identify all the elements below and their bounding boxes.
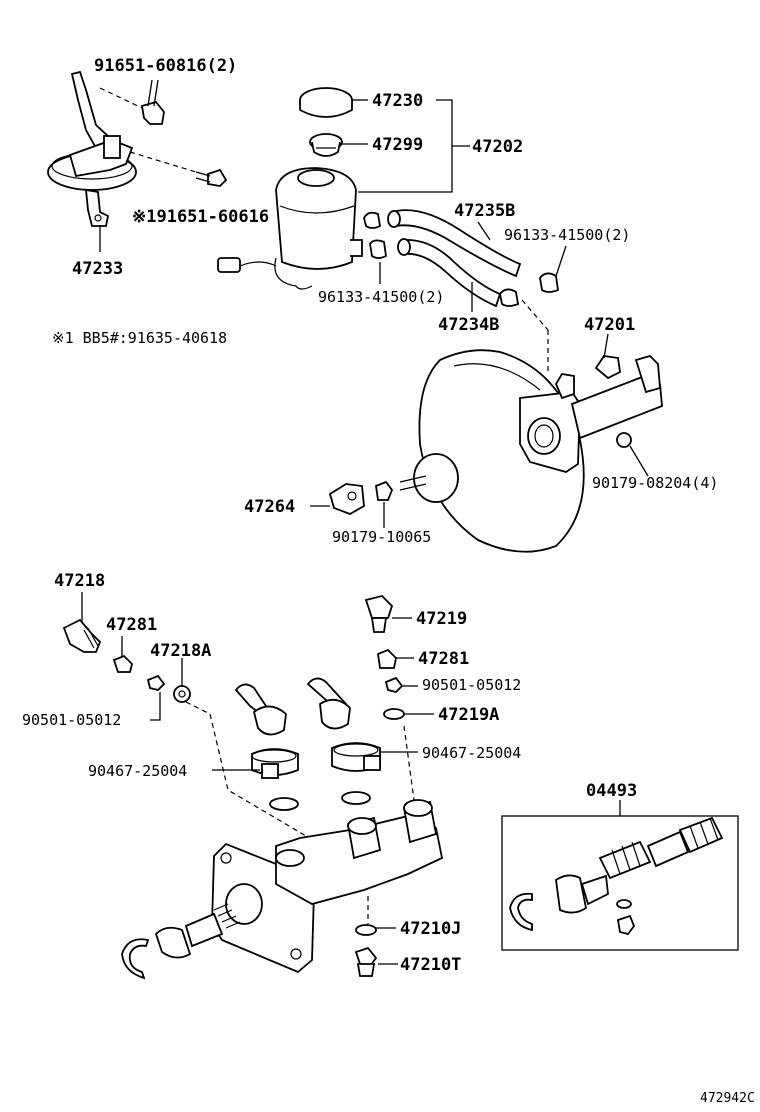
label-47201: 47201 bbox=[584, 315, 635, 335]
label-47230: 47230 bbox=[372, 91, 423, 111]
label-96133-41500-b: 96133-41500(2) bbox=[318, 288, 444, 306]
plug-47219 bbox=[364, 595, 394, 633]
label-04493: 04493 bbox=[586, 781, 637, 801]
dash-hose-to-cylinder bbox=[521, 299, 549, 331]
hose-fitting-right bbox=[306, 677, 351, 730]
leader-90501-a bbox=[150, 692, 161, 721]
label-91651-60616: ※191651-60616 bbox=[132, 207, 269, 227]
leader-bolt-60816 bbox=[99, 87, 143, 109]
plug-47218 bbox=[62, 618, 102, 653]
leader-47201 bbox=[603, 333, 609, 359]
label-90501-05012-a: 90501-05012 bbox=[22, 711, 121, 729]
label-47233: 47233 bbox=[72, 259, 123, 279]
label-90179-10065: 90179-10065 bbox=[332, 528, 431, 546]
label-47218: 47218 bbox=[54, 571, 105, 591]
figure-code: 472942C bbox=[700, 1091, 755, 1106]
cap-47281-a bbox=[112, 654, 133, 673]
label-90467-25004-a: 90467-25004 bbox=[88, 762, 187, 780]
hose-fitting-left bbox=[234, 683, 287, 736]
label-96133-41500-a: 96133-41500(2) bbox=[504, 226, 630, 244]
clamp-90467-left bbox=[251, 748, 299, 779]
label-47218a: 47218A bbox=[150, 641, 211, 661]
kit-box-04493 bbox=[501, 815, 739, 951]
gasket-47210j bbox=[355, 924, 377, 936]
leader-90179-08204 bbox=[629, 445, 649, 477]
label-47219: 47219 bbox=[416, 609, 467, 629]
bolt-91651-60816 bbox=[140, 79, 165, 125]
clamp-47264 bbox=[328, 483, 365, 515]
reservoir-cap-47230 bbox=[299, 87, 353, 118]
hose-47234b bbox=[397, 238, 502, 308]
nut-90179-10065 bbox=[375, 480, 394, 501]
dash-plug-to-body-right bbox=[403, 725, 415, 801]
dash-plug-to-body bbox=[185, 701, 307, 837]
master-cylinder-body bbox=[211, 799, 444, 974]
label-47202: 47202 bbox=[472, 137, 523, 157]
label-91651-60816: 91651-60816(2) bbox=[94, 56, 237, 76]
bolt-47210t bbox=[354, 946, 378, 977]
master-cylinder-assy-47201 bbox=[519, 354, 663, 473]
leader-bolt-60616 bbox=[129, 151, 197, 173]
leader-47235b bbox=[477, 221, 491, 241]
label-47235b: 47235B bbox=[454, 201, 515, 221]
gasket-47219a bbox=[383, 708, 405, 720]
label-47210j: 47210J bbox=[400, 919, 461, 939]
hose-47235b bbox=[387, 209, 522, 278]
leader-96133-a bbox=[555, 245, 567, 277]
clamp-90467-right bbox=[331, 742, 381, 772]
label-47264: 47264 bbox=[244, 497, 295, 517]
label-47210t: 47210T bbox=[400, 955, 461, 975]
snap-ring-left bbox=[121, 938, 150, 980]
kit-snap-ring bbox=[509, 892, 533, 932]
bolt-91651-60616 bbox=[195, 168, 228, 187]
screw-90501-b bbox=[384, 676, 404, 693]
kit-piston-assy bbox=[555, 816, 724, 914]
label-47299: 47299 bbox=[372, 135, 423, 155]
cap-47281-b bbox=[377, 648, 397, 669]
label-47281-a: 47281 bbox=[106, 615, 157, 635]
label-note-bb5: ※1 BB5#:91635-40618 bbox=[52, 329, 227, 347]
kit-screw bbox=[616, 899, 636, 936]
label-90501-05012-b: 90501-05012 bbox=[422, 676, 521, 694]
reservoir-tank-47202 bbox=[217, 167, 363, 290]
reservoir-bracket-47233 bbox=[47, 70, 137, 227]
screw-90501-a bbox=[146, 674, 166, 691]
label-47281-b: 47281 bbox=[418, 649, 469, 669]
label-47219a: 47219A bbox=[438, 705, 499, 725]
piston-rod bbox=[154, 903, 241, 959]
label-90179-08204: 90179-08204(4) bbox=[592, 474, 718, 492]
o-rings bbox=[269, 791, 371, 811]
gasket-47218a bbox=[173, 685, 191, 703]
label-47234b: 47234B bbox=[438, 315, 499, 335]
strainer-47299 bbox=[309, 133, 343, 157]
clips-96133 bbox=[363, 211, 559, 307]
label-90467-25004-b: 90467-25004 bbox=[422, 744, 521, 762]
